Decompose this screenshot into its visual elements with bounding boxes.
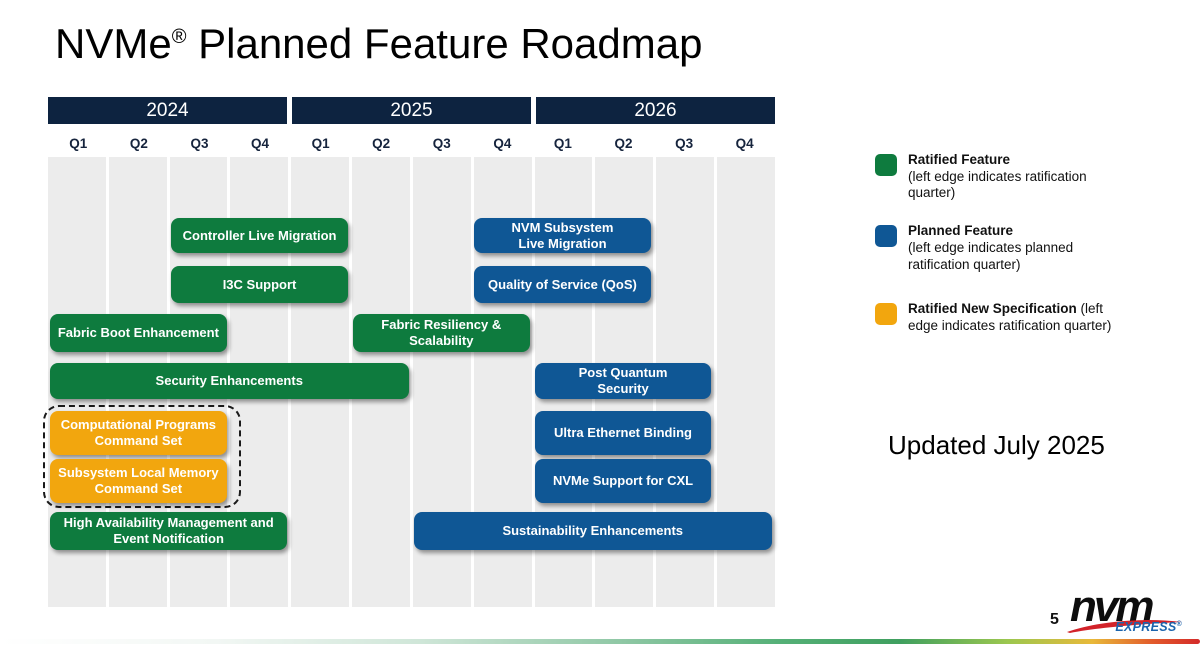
nvm-express-logo: nvm EXPRESS® bbox=[1066, 585, 1183, 635]
express-logo-text: EXPRESS® bbox=[1115, 620, 1182, 634]
logo-swoosh-icon bbox=[1066, 620, 1183, 633]
updated-date-label: Updated July 2025 bbox=[888, 430, 1105, 460]
quarter-label: Q2 bbox=[372, 136, 391, 151]
feature-bar-label: NVM Subsystem Live Migration bbox=[511, 219, 614, 251]
feature-bar-label: Post Quantum Security bbox=[578, 365, 668, 396]
year-header-2024: 2024 bbox=[48, 97, 287, 124]
feature-bar-label: Computational Programs Command Set bbox=[60, 417, 217, 448]
feature-bar: Fabric Boot Enhancement bbox=[50, 314, 227, 352]
quarter-label: Q2 bbox=[614, 136, 633, 151]
quarter-label: Q4 bbox=[493, 136, 512, 151]
feature-bar-label: Subsystem Local Memory Command Set bbox=[58, 465, 219, 496]
year-header-2025: 2025 bbox=[292, 97, 531, 124]
quarter-label: Q4 bbox=[251, 136, 270, 151]
title-text: NVMe bbox=[55, 20, 172, 67]
feature-bar: High Availability Management and Event N… bbox=[50, 512, 288, 550]
feature-bar-label: Fabric Boot Enhancement bbox=[57, 325, 219, 341]
legend-swatch-green bbox=[875, 154, 897, 176]
quarter-label: Q1 bbox=[69, 136, 88, 151]
legend-item: Ratified New Specification (left edge in… bbox=[875, 301, 1175, 334]
legend-desc: (left edge indicates planned ratificatio… bbox=[908, 239, 1074, 272]
legend-title: Ratified New Specification bbox=[908, 301, 1077, 317]
feature-bar-label: Controller Live Migration bbox=[182, 227, 337, 243]
feature-bar: Sustainability Enhancements bbox=[413, 512, 772, 550]
quarter-label: Q4 bbox=[735, 136, 754, 151]
feature-bar-label: Sustainability Enhancements bbox=[502, 523, 684, 539]
quarter-label: Q3 bbox=[432, 136, 451, 151]
quarter-label: Q3 bbox=[675, 136, 694, 151]
legend-title: Ratified Feature bbox=[908, 152, 1011, 167]
year-header-2026: 2026 bbox=[536, 97, 775, 124]
title-text-suffix: Planned Feature Roadmap bbox=[186, 20, 703, 67]
feature-bar: Ultra Ethernet Binding bbox=[534, 411, 712, 455]
feature-bar-label: High Availability Management and Event N… bbox=[63, 515, 274, 546]
quarter-label: Q1 bbox=[553, 136, 572, 151]
legend-desc: (left edge indicates ratification quarte… bbox=[908, 168, 1087, 201]
feature-bar-label: I3C Support bbox=[222, 276, 297, 292]
feature-bar: Post Quantum Security bbox=[534, 363, 712, 399]
legend-text: Ratified New Specification (left edge in… bbox=[908, 301, 1136, 334]
feature-bar: Fabric Resiliency & Scalability bbox=[352, 314, 530, 352]
feature-bar: NVMe Support for CXL bbox=[534, 459, 712, 503]
legend-desc: (left edge indicates ratification quarte… bbox=[908, 301, 1112, 334]
quarter-label: Q2 bbox=[129, 136, 148, 151]
registered-mark: ® bbox=[171, 26, 187, 48]
feature-bar: Controller Live Migration bbox=[171, 218, 348, 253]
feature-bar: Quality of Service (QoS) bbox=[474, 266, 651, 303]
feature-bar-label: Ultra Ethernet Binding bbox=[554, 425, 692, 441]
page-number: 5 bbox=[1050, 611, 1059, 628]
feature-bar: Subsystem Local Memory Command Set bbox=[50, 459, 227, 503]
feature-bar: I3C Support bbox=[171, 266, 348, 303]
legend-text: Ratified Feature(left edge indicates rat… bbox=[908, 152, 1136, 202]
legend-text: Planned Feature(left edge indicates plan… bbox=[908, 223, 1136, 273]
legend: Ratified Feature(left edge indicates rat… bbox=[875, 152, 1175, 356]
feature-bar: NVM Subsystem Live Migration bbox=[474, 218, 651, 253]
feature-bar: Computational Programs Command Set bbox=[50, 411, 227, 455]
legend-title: Planned Feature bbox=[908, 223, 1014, 239]
new-spec-group-outline bbox=[43, 405, 241, 508]
legend-item: Ratified Feature(left edge indicates rat… bbox=[875, 152, 1175, 202]
quarter-label: Q3 bbox=[190, 136, 209, 151]
quarter-label: Q1 bbox=[311, 136, 330, 151]
bottom-gradient-line bbox=[0, 639, 1200, 644]
feature-bar: Security Enhancements bbox=[50, 363, 409, 399]
page-title: NVMe® Planned Feature Roadmap bbox=[55, 20, 702, 68]
quarter-label-row: Q1 Q2 Q3 Q4 Q1 Q2 Q3 Q4 Q1 Q2 Q3 Q4 bbox=[48, 136, 775, 154]
express-text: EXPRESS bbox=[1115, 620, 1177, 634]
feature-bar-label: NVMe Support for CXL bbox=[552, 473, 694, 489]
legend-item: Planned Feature(left edge indicates plan… bbox=[875, 223, 1175, 273]
legend-swatch-orange bbox=[875, 303, 897, 326]
express-registered-mark: ® bbox=[1176, 620, 1182, 628]
feature-bar-label: Fabric Resiliency & Scalability bbox=[381, 317, 502, 348]
legend-swatch-blue bbox=[875, 225, 897, 248]
feature-bar-label: Security Enhancements bbox=[155, 373, 303, 389]
feature-bar-label: Quality of Service (QoS) bbox=[488, 276, 637, 292]
